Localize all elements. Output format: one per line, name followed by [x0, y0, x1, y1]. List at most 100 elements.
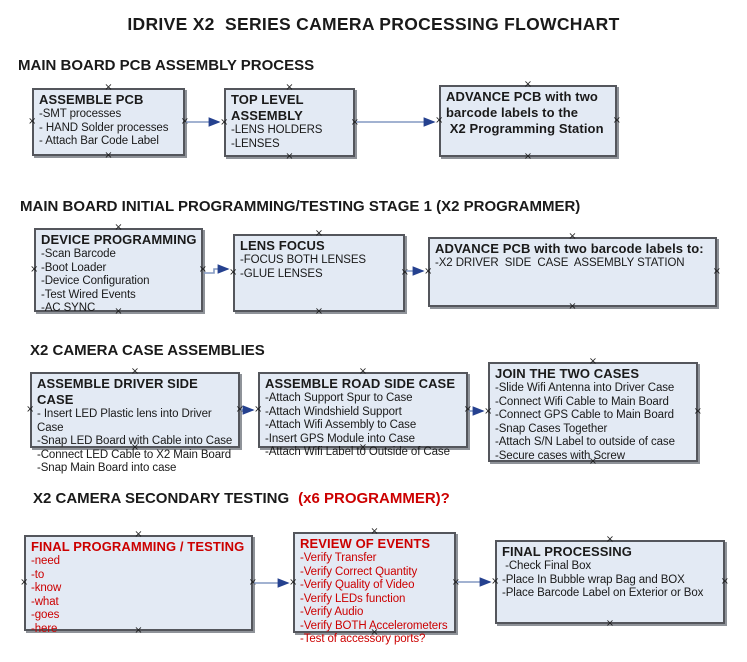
box-item: -Device Configuration	[41, 275, 150, 287]
box-title: REVIEW OF EVENTS	[300, 536, 431, 551]
box-item: -need	[31, 555, 60, 567]
connection-handle-icon: ×	[26, 404, 35, 415]
connection-handle-icon: ×	[235, 404, 244, 415]
flow-box-top-level-assembly: TOP LEVEL ASSEMBLY -LENS HOLDERS-LENSES …	[220, 83, 359, 162]
box-item: - Insert LED Plastic lens into Driver Ca…	[37, 408, 215, 434]
flow-box-assemble-pcb: ASSEMBLE PCB -SMT processes- HAND Solder…	[28, 83, 189, 161]
box-item: -goes	[31, 609, 60, 621]
connection-handle-icon: ×	[451, 576, 460, 588]
connection-handle-icon: ×	[720, 576, 729, 587]
section-heading-red-note: (x6 PROGRAMMER)?	[298, 490, 450, 507]
box-title: ASSEMBLE ROAD SIDE CASE	[265, 376, 456, 391]
flow-box-advance-pcb-driver-side-station: ADVANCE PCB with two barcode labels to: …	[424, 232, 721, 312]
box-item: -Snap Main Board into case	[37, 462, 177, 474]
box-title: DEVICE PROGRAMMING	[41, 232, 197, 247]
box-title: FINAL PROCESSING	[502, 544, 632, 559]
box-item: -Scan Barcode	[41, 248, 116, 260]
box-title: LENS FOCUS	[240, 238, 325, 253]
box-item: -Verify Correct Quantity	[300, 565, 418, 578]
box-items: -FOCUS BOTH LENSES-GLUE LENSES	[240, 254, 399, 281]
box-item: -what	[31, 595, 59, 608]
box-item: -here	[31, 622, 58, 635]
connection-handle-icon: ×	[491, 576, 500, 587]
box-item: -Verify Quality of Video	[300, 579, 415, 591]
box-item: -Place Barcode Label on Exterior or Box	[502, 587, 704, 599]
flow-box-final-processing: FINAL PROCESSING -Check Final Box-Place …	[491, 535, 729, 629]
box-title: JOIN THE TWO CASES	[495, 366, 640, 381]
box-item: -LENSES	[231, 137, 280, 150]
box-items: -LENS HOLDERS-LENSES	[231, 124, 349, 151]
page-title: IDRIVE X2 SERIES CAMERA PROCESSING FLOWC…	[127, 14, 620, 34]
box-item: -Slide Wifi Antenna into Driver Case	[495, 382, 675, 394]
connection-handle-icon: ×	[220, 116, 229, 128]
connection-handle-icon: ×	[314, 306, 324, 317]
box-item: -Snap Cases Together	[495, 422, 608, 435]
connection-handle-icon: ×	[612, 115, 621, 126]
box-item: -Boot Loader	[41, 261, 107, 274]
box-item: -Check Final Box	[502, 560, 592, 572]
box-title: ADVANCE PCB with two barcode labels to:	[435, 241, 704, 256]
box-items: -Scan Barcode-Boot Loader-Device Configu…	[41, 248, 197, 316]
connection-handle-icon: ×	[28, 116, 37, 127]
box-item: - Attach Bar Code Label	[39, 135, 159, 147]
box-item: -Verify Transfer	[300, 552, 377, 564]
flow-box-join-the-two-cases: JOIN THE TWO CASES -Slide Wifi Antenna i…	[484, 357, 702, 467]
box-item: -LENS HOLDERS	[231, 124, 323, 136]
connection-handle-icon: ×	[350, 116, 359, 128]
box-item: -Connect Wifi Cable to Main Board	[495, 395, 669, 408]
box-item: -Place In Bubble wrap Bag and BOX	[502, 573, 685, 586]
connection-handle-icon: ×	[435, 115, 444, 126]
box-item: - HAND Solder processes	[39, 121, 169, 134]
box-items: -Check Final Box-Place In Bubble wrap Ba…	[502, 560, 719, 601]
connection-handle-icon: ×	[248, 577, 257, 588]
flow-box-advance-pcb-programming-station: ADVANCE PCB with two barcode labels to t…	[435, 80, 621, 162]
connection-handle-icon: ×	[523, 151, 533, 162]
section-heading-initial-programming: MAIN BOARD INITIAL PROGRAMMING/TESTING S…	[20, 198, 581, 215]
flow-box-lens-focus: LENS FOCUS -FOCUS BOTH LENSES-GLUE LENSE…	[229, 229, 409, 317]
box-item: -Attach Wifi Label to Outside of Case	[265, 446, 450, 458]
box-item: -Verify Audio	[300, 606, 364, 618]
box-item: -Connect LED Cable to X2 Main Board	[37, 448, 232, 461]
box-items: -Attach Support Spur to Case-Attach Wind…	[265, 392, 462, 460]
flow-box-assemble-driver-side-case: ASSEMBLE DRIVER SIDE CASE - Insert LED P…	[26, 367, 244, 475]
connection-handle-icon: ×	[484, 406, 493, 417]
connection-handle-icon: ×	[254, 404, 263, 415]
flow-box-review-of-events: REVIEW OF EVENTS -Verify Transfer-Verify…	[289, 527, 460, 646]
box-item: -Attach S/N Label to outside of case	[495, 436, 675, 448]
box-title: ASSEMBLE PCB	[39, 92, 144, 107]
box-item: -Connect GPS Cable to Main Board	[495, 409, 674, 421]
box-item: -Secure cases with Screw	[495, 449, 625, 462]
connection-handle-icon: ×	[568, 301, 577, 312]
box-item: -GLUE LENSES	[240, 267, 323, 280]
connection-handle-icon: ×	[424, 266, 433, 277]
flow-box-assemble-road-side-case: ASSEMBLE ROAD SIDE CASE -Attach Support …	[254, 367, 472, 459]
box-title: FINAL PROGRAMMING / TESTING	[31, 539, 245, 554]
box-item: -Insert GPS Module into Case	[265, 432, 415, 445]
connection-handle-icon: ×	[605, 618, 615, 629]
section-heading-pcb-assembly: MAIN BOARD PCB ASSEMBLY PROCESS	[18, 57, 315, 74]
box-title: ADVANCE PCB with two barcode labels to t…	[446, 89, 604, 136]
box-item: -Snap LED Board with Cable into Case	[37, 435, 233, 447]
connection-handle-icon: ×	[285, 151, 294, 162]
box-item: -Verify LEDs function	[300, 592, 406, 605]
box-items: -Verify Transfer-Verify Correct Quantity…	[300, 552, 450, 647]
box-items: -Slide Wifi Antenna into Driver Case-Con…	[495, 382, 692, 463]
box-item: -Attach Wifi Assembly to Case	[265, 419, 417, 431]
box-items: -SMT processes- HAND Solder processes- A…	[39, 108, 179, 149]
box-item: -X2 DRIVER SIDE CASE ASSEMBLY STATION	[435, 257, 685, 269]
flow-box-final-programming-testing: FINAL PROGRAMMING / TESTING -need-to-kno…	[20, 530, 257, 636]
box-title: ASSEMBLE DRIVER SIDE CASE	[37, 376, 202, 407]
connection-handle-icon: ×	[400, 267, 409, 278]
section-heading-case-assemblies: X2 CAMERA CASE ASSEMBLIES	[30, 342, 265, 359]
box-item: -FOCUS BOTH LENSES	[240, 254, 366, 266]
connection-handle-icon: ×	[463, 404, 472, 415]
box-item: -Test of accessory ports?	[300, 633, 426, 645]
box-item: -Attach Windshield Support	[265, 405, 402, 418]
box-item: -know	[31, 582, 62, 594]
box-items: - Insert LED Plastic lens into Driver Ca…	[37, 408, 234, 476]
connection-handle-icon: ×	[30, 264, 39, 275]
box-item: -AC SYNC	[41, 302, 96, 314]
box-item: -Attach Support Spur to Case	[265, 392, 413, 404]
box-item: -SMT processes	[39, 108, 122, 120]
